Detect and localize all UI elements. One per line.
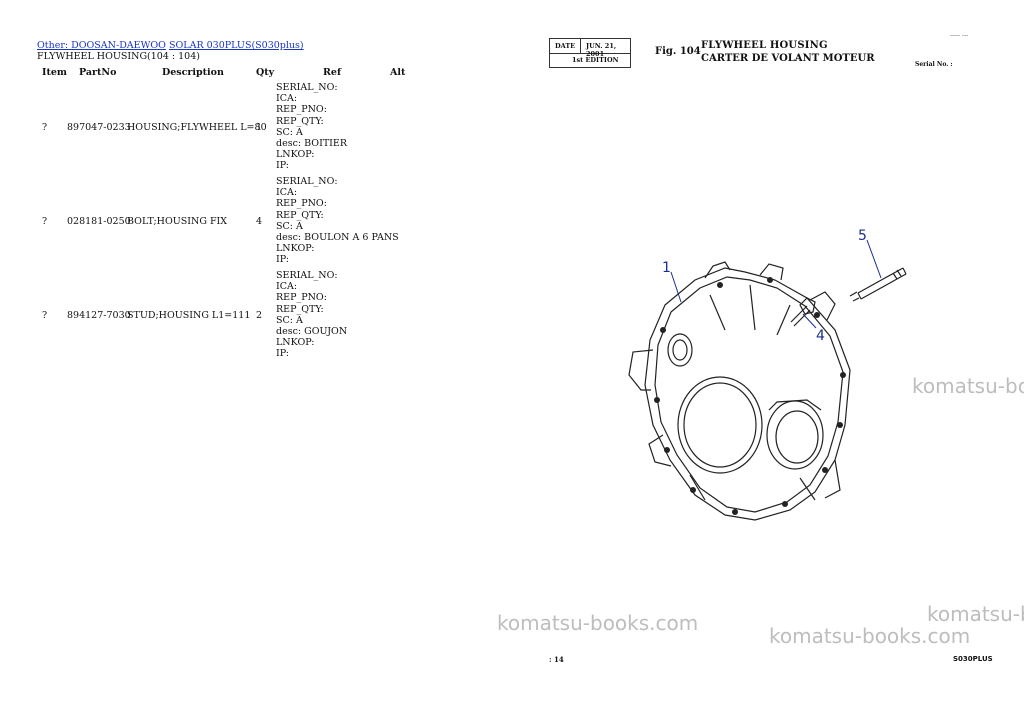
header-ref: Ref [323, 67, 342, 78]
figure-number: Fig. 104 [655, 46, 701, 57]
watermark: komatsu-books.com [497, 611, 699, 635]
page-footer-right: S030PLUS [953, 655, 993, 663]
breadcrumb: Other: DOOSAN-DAEWOO SOLAR 030PLUS(S030p… [37, 40, 477, 51]
corner-code: ----- --- [950, 32, 969, 39]
cell-partno: 028181-0250 [67, 216, 131, 227]
ref-block: SERIAL_NO: ICA: REP_PNO: REP_QTY: SC: A … [276, 270, 348, 360]
serial-label: Serial No. : [915, 61, 953, 68]
callout-1: 1 [662, 260, 671, 276]
breadcrumb-link-make[interactable]: Other: DOOSAN-DAEWOO [37, 40, 166, 51]
date-label: DATE [555, 42, 576, 50]
header-qty: Qty [256, 67, 275, 78]
cell-partno: 894127-7030 [67, 310, 131, 321]
breadcrumb-link-model[interactable]: SOLAR 030PLUS(S030plus) [168, 40, 304, 51]
parts-diagram-panel: ----- --- DATE JUN. 21, 2001 1st EDITION… [497, 30, 1024, 720]
edition-label: 1st EDITION [572, 56, 619, 64]
cell-item: ? [42, 216, 48, 227]
header-partno: PartNo [79, 67, 117, 78]
figure-title-en: FLYWHEEL HOUSING [701, 40, 828, 51]
watermark: komatsu-books.com [769, 624, 971, 648]
cell-description: HOUSING;FLYWHEEL L=80 [127, 122, 267, 133]
callout-5: 5 [858, 228, 867, 244]
watermark: komatsu-books.com [912, 374, 1024, 398]
figure-title-fr: CARTER DE VOLANT MOTEUR [701, 53, 875, 64]
cell-partno: 897047-0233 [67, 122, 131, 133]
header-alt: Alt [390, 67, 406, 78]
date-box: DATE JUN. 21, 2001 1st EDITION [549, 38, 631, 68]
cell-item: ? [42, 310, 48, 321]
ref-block: SERIAL_NO: ICA: REP_PNO: REP_QTY: SC: A … [276, 82, 347, 172]
cell-description: BOLT;HOUSING FIX [127, 216, 228, 227]
cell-item: ? [42, 122, 48, 133]
cell-description: STUD;HOUSING L1=111 [127, 310, 251, 321]
watermark: komatsu-books.com [927, 602, 1024, 626]
section-title: FLYWHEEL HOUSING(104 : 104) [37, 51, 200, 62]
cell-qty: 1 [256, 122, 263, 133]
callout-4: 4 [816, 328, 825, 344]
flywheel-housing-drawing: 1 4 5 [628, 228, 907, 521]
ref-block: SERIAL_NO: ICA: REP_PNO: REP_QTY: SC: A … [276, 176, 399, 266]
page-footer-left: : 14 [549, 655, 564, 664]
parts-list-panel: Other: DOOSAN-DAEWOO SOLAR 030PLUS(S030p… [37, 40, 477, 359]
header-description: Description [162, 67, 224, 78]
header-item: Item [42, 67, 67, 78]
cell-qty: 2 [256, 310, 263, 321]
date-value: JUN. 21, 2001 [586, 42, 617, 58]
cell-qty: 4 [256, 216, 263, 227]
